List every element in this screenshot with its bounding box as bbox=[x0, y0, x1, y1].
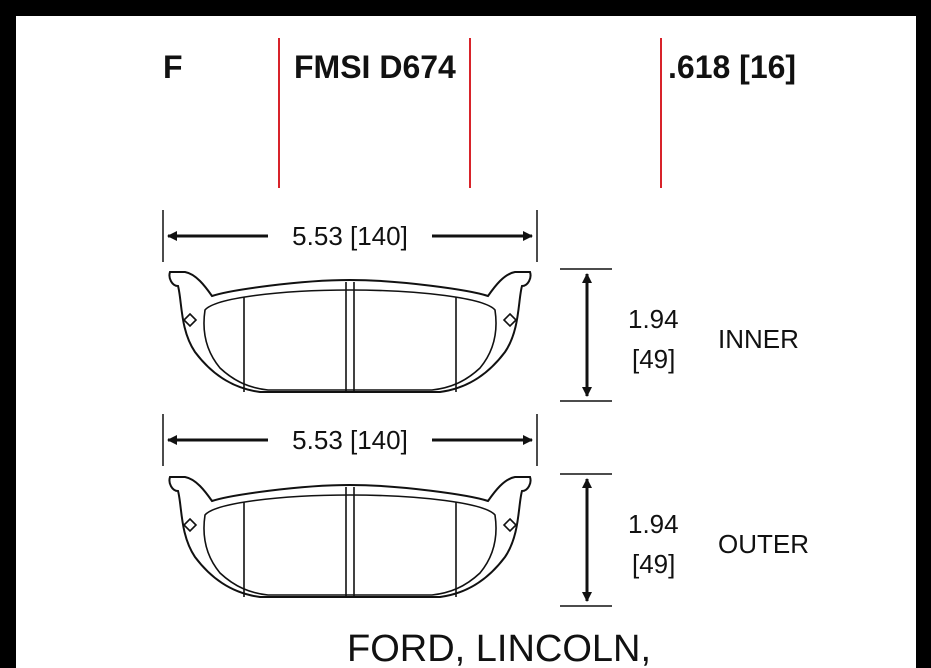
height-inches: 1.94 bbox=[628, 304, 679, 334]
width-dimension: 5.53 [140] bbox=[292, 221, 408, 251]
width-dimension: 5.53 [140] bbox=[292, 425, 408, 455]
pad-inner: 5.53 [140] 1.94 [49] INNER bbox=[162, 210, 799, 402]
height-inches: 1.94 bbox=[628, 509, 679, 539]
brake-pad-outline bbox=[168, 271, 532, 393]
pad-thickness: .618 [16] bbox=[668, 49, 796, 85]
height-mm: [49] bbox=[632, 549, 675, 579]
height-mm: [49] bbox=[632, 344, 675, 374]
pad-outer: 5.53 [140] 1.94 [49] OUTER bbox=[162, 414, 809, 607]
position-code: F bbox=[163, 49, 183, 85]
fmsi-number: FMSI D674 bbox=[294, 49, 456, 85]
pad-side-label: INNER bbox=[718, 324, 799, 354]
spec-sheet bbox=[16, 16, 916, 668]
vehicle-applications: FORD, LINCOLN, bbox=[347, 628, 651, 668]
pad-side-label: OUTER bbox=[718, 529, 809, 559]
brake-pad-outline bbox=[168, 476, 532, 598]
